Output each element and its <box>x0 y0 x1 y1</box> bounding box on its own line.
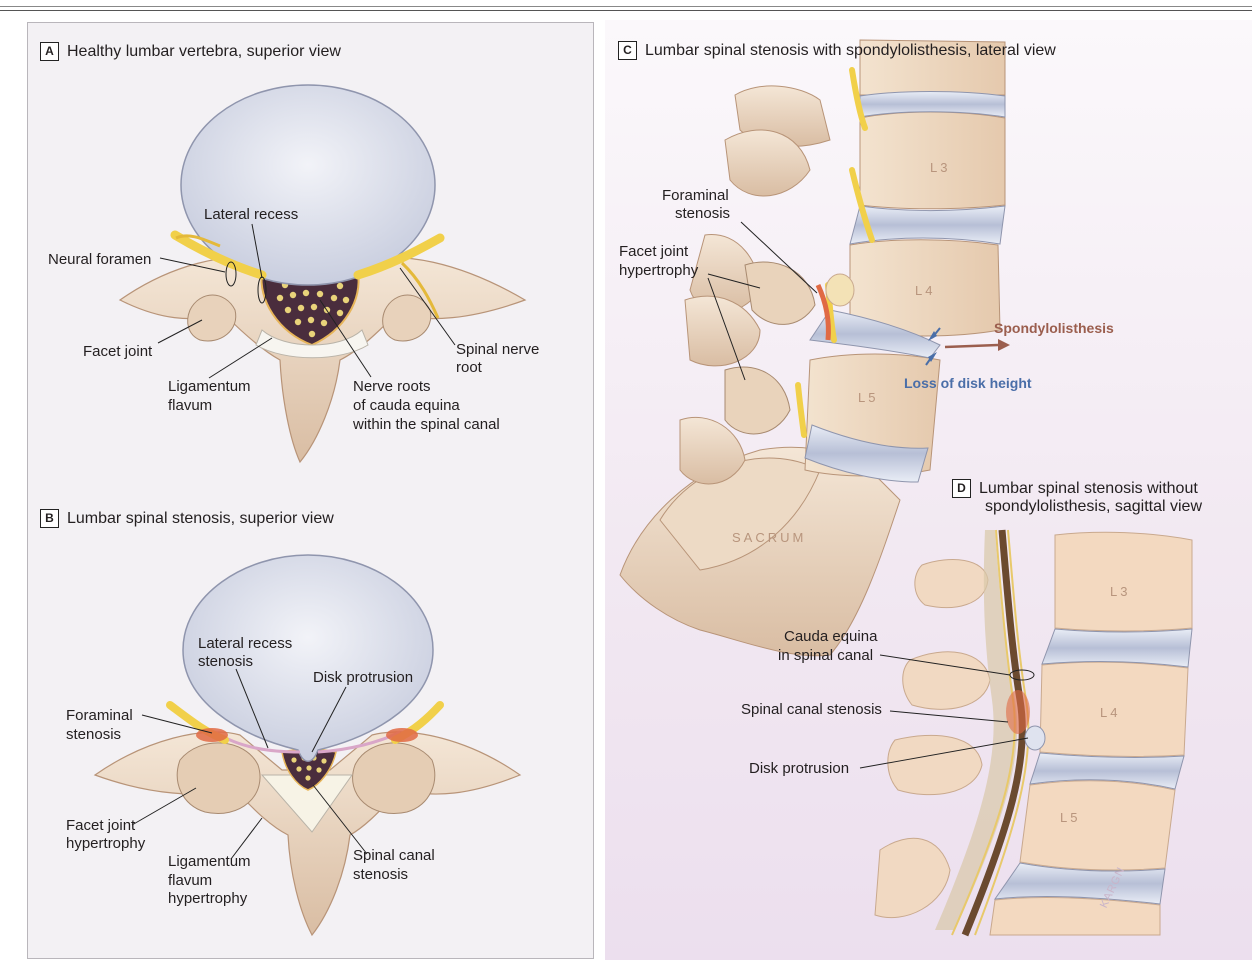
label-b-lig-1: Ligamentum <box>168 852 251 871</box>
label-c-sacrum: SACRUM <box>732 530 806 545</box>
panel-d-title-line1: Lumbar spinal stenosis without <box>979 480 1198 497</box>
label-b-foraminal-2: stenosis <box>66 725 121 744</box>
label-c-loss-disk-height: Loss of disk height <box>904 374 1032 393</box>
panel-c-title: C Lumbar spinal stenosis with spondylolis… <box>618 41 1056 60</box>
label-d-cauda-1: Cauda equina <box>784 627 877 646</box>
label-b-canal-1: Spinal canal <box>353 846 435 865</box>
label-b-lateral-recess-2: stenosis <box>198 652 253 671</box>
label-c-l4: L4 <box>915 283 935 298</box>
label-c-spondylolisthesis: Spondylolisthesis <box>994 319 1114 338</box>
label-d-cauda-2: in spinal canal <box>778 646 873 665</box>
label-c-foraminal-2: stenosis <box>675 204 730 223</box>
panel-d-title-line2: spondylolisthesis, sagittal view <box>985 498 1202 516</box>
label-facet-joint: Facet joint <box>83 342 152 361</box>
label-c-facet-2: hypertrophy <box>619 261 698 280</box>
label-d-canal-stenosis: Spinal canal stenosis <box>741 700 882 719</box>
label-d-l5: L5 <box>1060 810 1080 825</box>
panel-c-letter: C <box>618 41 637 60</box>
label-ligamentum-1: Ligamentum <box>168 377 251 396</box>
label-d-l3: L3 <box>1110 584 1130 599</box>
vertebra-b <box>95 555 520 935</box>
panel-a-title: A Healthy lumbar vertebra, superior view <box>40 42 341 61</box>
label-nerve-roots-3: within the spinal canal <box>353 415 500 434</box>
sagittal-spine-d <box>860 530 1192 935</box>
label-b-lateral-recess-1: Lateral recess <box>198 634 292 653</box>
label-c-l3: L3 <box>930 160 950 175</box>
label-spinal-nerve-2: root <box>456 358 482 377</box>
label-ligamentum-2: flavum <box>168 396 212 415</box>
label-c-foraminal-1: Foraminal <box>662 186 729 205</box>
label-b-canal-2: stenosis <box>353 865 408 884</box>
panel-b-title: B Lumbar spinal stenosis, superior view <box>40 509 334 528</box>
label-b-foraminal-1: Foraminal <box>66 706 133 725</box>
label-d-disk-protrusion: Disk protrusion <box>749 759 849 778</box>
panel-d-letter: D <box>952 479 971 498</box>
label-b-facet-2: hypertrophy <box>66 834 145 853</box>
label-c-facet-1: Facet joint <box>619 242 688 261</box>
panel-c-title-text: Lumbar spinal stenosis with spondylolist… <box>645 42 1056 59</box>
label-d-l4: L4 <box>1100 705 1120 720</box>
label-spinal-nerve-1: Spinal nerve <box>456 340 539 359</box>
label-b-facet-1: Facet joint <box>66 816 135 835</box>
panel-a-title-text: Healthy lumbar vertebra, superior view <box>67 43 341 60</box>
label-nerve-roots-2: of cauda equina <box>353 396 460 415</box>
panel-b-letter: B <box>40 509 59 528</box>
label-nerve-roots-1: Nerve roots <box>353 377 431 396</box>
label-b-lig-2: flavum <box>168 871 212 890</box>
panel-a-letter: A <box>40 42 59 61</box>
label-lateral-recess: Lateral recess <box>204 205 298 224</box>
label-b-lig-3: hypertrophy <box>168 889 247 908</box>
panel-d-title: D Lumbar spinal stenosis without <box>952 479 1198 498</box>
panel-b-title-text: Lumbar spinal stenosis, superior view <box>67 510 334 527</box>
label-neural-foramen: Neural foramen <box>48 250 151 269</box>
label-c-l5: L5 <box>858 390 878 405</box>
label-b-disk-protrusion: Disk protrusion <box>313 668 413 687</box>
